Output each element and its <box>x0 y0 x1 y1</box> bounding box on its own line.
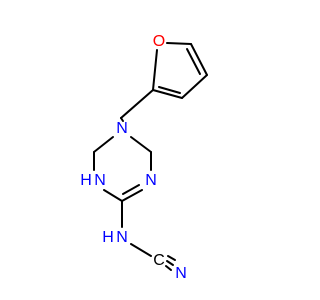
atom-ring-nh-hydrogen: H <box>80 172 92 189</box>
bond-furan-c3-c4 <box>181 74 208 99</box>
bond-nright-cbottom-double <box>122 184 140 195</box>
bond-furan-double-2 <box>186 48 201 75</box>
atom-ring-n-top: N <box>116 120 128 137</box>
atom-amine-n: N <box>116 229 128 246</box>
bond-furan-double-1 <box>158 86 181 94</box>
atom-cyano-n: N <box>175 265 187 282</box>
bond-ch2-n <box>120 117 124 122</box>
bonds <box>93 42 208 271</box>
atom-furan-oxygen: O <box>153 33 165 50</box>
bond-furan-o-c2 <box>152 49 158 91</box>
bond-cyano-triple-1 <box>166 260 174 266</box>
bond-namine-ccyano <box>130 243 152 257</box>
bond-c2-ch2 <box>120 89 154 119</box>
bond-nh-cbottom <box>103 189 123 202</box>
bond-cyano-triple-2 <box>167 255 176 261</box>
bond-ntop-cright <box>130 136 152 153</box>
bond-furan-c5-o <box>166 42 192 45</box>
bond-furan-c2-c3 <box>152 89 183 99</box>
molecule-structure: O N N N H N H C N <box>80 33 208 282</box>
atoms: O N N N H N H C N <box>80 33 187 282</box>
bond-cyano-triple-3 <box>165 265 172 271</box>
atom-ring-nh: N <box>94 172 106 189</box>
atom-ring-n-right: N <box>145 172 157 189</box>
bond-furan-c4-c5 <box>190 43 208 76</box>
bond-ntop-cleft <box>93 136 114 153</box>
bond-nright-cbottom <box>121 189 143 202</box>
atom-amine-hydrogen: H <box>102 229 114 246</box>
atom-cyano-c: C <box>153 252 165 269</box>
